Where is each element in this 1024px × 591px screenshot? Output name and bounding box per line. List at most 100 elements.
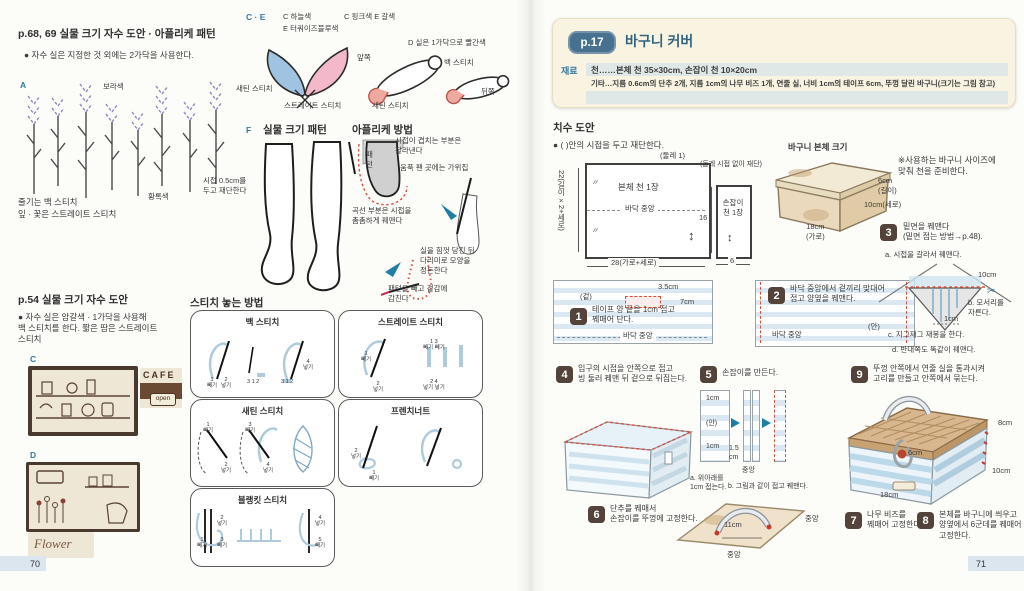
pattern-label-a: A: [20, 80, 27, 90]
step5-1cm-bottom: 1cm: [706, 443, 720, 450]
step9-dim-18cm: 18cm: [880, 490, 899, 499]
height-dimension: 22(길이×2+세로): [556, 170, 566, 231]
step3-dim-10cm: 10cm: [978, 270, 997, 279]
stitch-methods-title: 스티치 놓는 방법: [190, 297, 264, 309]
step3-gusset-illustration: ✂: [878, 263, 1012, 331]
step9-dim-6cm: 6cm: [908, 448, 923, 457]
stitch-step-label: 4 넣기: [303, 359, 314, 372]
step9-basket-illustration: [846, 395, 990, 506]
leaf-stitch-caption: 잎 · 꽃은 스트레이트 스티치: [18, 209, 117, 219]
pin-rear-label: 뒤쪽: [481, 87, 495, 96]
section-68-title: p.68, 69 실물 크기 자수 도안 · 아플리케 패턴: [18, 28, 216, 40]
step3-sub-c: c. 지그재그 재봉을 한다.: [888, 330, 965, 339]
step6-dim-11cm: 11cm: [724, 520, 742, 529]
width-dimension: 28(가로+세로): [608, 258, 660, 268]
stem-stitch-caption: 줄기는 백 스티치: [18, 197, 78, 207]
garden-photo: [26, 462, 140, 532]
materials-row-stripe: [586, 91, 1008, 104]
applique-steps-illustration: [348, 139, 480, 300]
step1-number: 1: [570, 308, 587, 325]
page-number-right: 71: [968, 556, 1024, 571]
stitch-step-label: 3 빼기: [217, 537, 228, 550]
color-label-yellowgreen: 황록색: [148, 192, 169, 201]
step1-right-side-label: (겉): [580, 292, 592, 301]
section-54-title: p.54 실물 크기 자수 도안: [18, 294, 128, 306]
basket-dim-18cm: 18cm (가로): [806, 222, 825, 241]
fold-mark-2: 〃: [591, 226, 599, 235]
applique-method-title: 아플리케 방법: [352, 124, 413, 136]
grainline-arrow: ↕: [688, 228, 695, 243]
stitch-step-label: 1 빼기: [207, 377, 218, 390]
step1-text: 테이프 양 끝을 1cm 접고 꿰매어 단다.: [592, 305, 675, 325]
step3-sub-d: d. 반대쪽도 똑같이 꿰맨다.: [892, 345, 976, 354]
step4-box-illustration: [562, 421, 694, 499]
step6-center-right: 중앙: [805, 514, 819, 523]
stitch-step-label: 2 4 넣기 넣기: [423, 379, 445, 392]
pin-backstitch-label: 백 스티치: [444, 58, 474, 67]
step3-dim-1cm: 1cm: [944, 314, 959, 323]
step5-1-5cm: 1.5 cm: [729, 445, 739, 462]
seam-note-1: (둘레 1): [660, 151, 686, 160]
pattern-label-f: F: [246, 125, 252, 135]
label-d-red: D 실은 1가닥으로 빨간색: [408, 38, 486, 47]
step5-strip-1: [700, 390, 730, 462]
handle-height: 16: [699, 213, 708, 222]
step9-dim-10cm: 10cm: [992, 466, 1011, 475]
applique-note-2: 움푹 팬 곳에는 가위집: [400, 163, 469, 172]
page-number-left: 70: [0, 556, 46, 571]
stitch-step-label: 2 넣기: [221, 377, 232, 390]
step4-number: 4: [556, 366, 573, 383]
straight-stitch-label: 스트레이트 스티치: [284, 101, 342, 110]
step5-sub-a: a. 위아래를 1cm 접는다.: [690, 475, 727, 492]
flower-text: Flower: [34, 536, 72, 551]
main-fabric-label: 본체 천 1장: [618, 182, 659, 192]
step6-center-bottom: 중앙: [727, 550, 741, 559]
step6-text: 단추를 꿰매서 손잡이를 뚜껑에 고정한다.: [610, 504, 698, 524]
step5-1cm-top: 1cm: [706, 395, 720, 402]
step1-dim-3-5cm: 3.5cm: [658, 282, 679, 291]
step1-center-label: 바닥 중앙: [620, 331, 656, 341]
section-68-note: ● 자수 실은 지정한 것 외에는 2가닥을 사용한다.: [24, 50, 194, 60]
stitch-step-label: 2 넣기: [221, 462, 232, 475]
step5-strip-2a: [743, 390, 751, 462]
cafe-sign-text: CAFE: [143, 370, 176, 380]
handle-seam-note: (둘레 시접 없이 재단): [700, 161, 763, 168]
step7-text: 나무 비즈를 꿰매어 고정한다.: [867, 510, 923, 530]
safety-pins-illustration: [368, 55, 510, 106]
label-e-turquoise: E 터쿼이즈블루색: [283, 24, 339, 33]
stitch-step-label: 2 넣기: [373, 381, 384, 394]
basket-dim-10cm: 10cm(세로): [864, 200, 902, 209]
basket-note: ※사용하는 바구니 사이즈에 맞춰 천을 준비한다.: [898, 155, 996, 177]
step8-text: 본체를 바구니에 씌우고 양옆에서 6군데를 꿰매어 고정한다.: [939, 510, 1022, 540]
photo-label-c: C: [30, 354, 37, 364]
step6-lid-illustration: [676, 503, 806, 549]
step3-number: 3: [880, 224, 897, 241]
photo-label-d: D: [30, 450, 37, 460]
section-54-note: ● 자수 실은 암갈색 · 1가닥을 사용해 백 스티치를 한다. 짧은 땀은 …: [18, 312, 158, 345]
basket-dim-6cm: 6cm (길이): [878, 176, 897, 195]
stitch-box-title: 프렌치너트: [390, 406, 431, 416]
page-gutter: [516, 0, 546, 591]
applique-note-5: 패턴을 빼고 겉감에 감친다: [388, 284, 448, 303]
pin-satin-label: 새틴 스티치: [372, 101, 409, 110]
step8-number: 8: [917, 512, 934, 529]
stitch-box-title: 스트레이트 스티치: [378, 317, 443, 327]
applique-pattern-label: 패 턴: [366, 150, 373, 169]
applique-note-4: 실을 힘껏 당긴 뒤 다리미로 모양을 정돈한다: [420, 246, 475, 275]
stitch-step-label: 1 빼기: [369, 470, 380, 483]
materials-line-2: 기타…지름 0.6cm의 단추 2개, 지름 1cm의 나무 비즈 1개, 연줄…: [591, 79, 996, 88]
step9-text: 뚜껑 안쪽에서 연줄 실을 통과시켜 고리를 만들고 안쪽에서 묶는다.: [873, 364, 985, 384]
step9-dim-8cm: 8cm: [998, 418, 1013, 427]
stitch-step-label: 3 1 2: [247, 379, 260, 385]
label-c-skyblue: C 하늘색: [283, 12, 312, 21]
step3-sub-b: b. 모서리를 자른다.: [968, 298, 1004, 317]
dimension-note: ● ( )안의 시접을 두고 재단한다.: [553, 140, 664, 150]
step5-strip-3: [774, 390, 786, 462]
cafe-shelf-photo: [28, 366, 138, 436]
satin-stitch-label: 새틴 스티치: [236, 84, 273, 93]
sock-seam-note: 시접 0.5cm를 두고 재단한다: [203, 176, 247, 195]
flower-label-photo: Flower: [28, 532, 94, 558]
basket-size-title: 바구니 본체 크기: [788, 142, 848, 152]
pin-front-label: 앞쪽: [357, 53, 371, 62]
